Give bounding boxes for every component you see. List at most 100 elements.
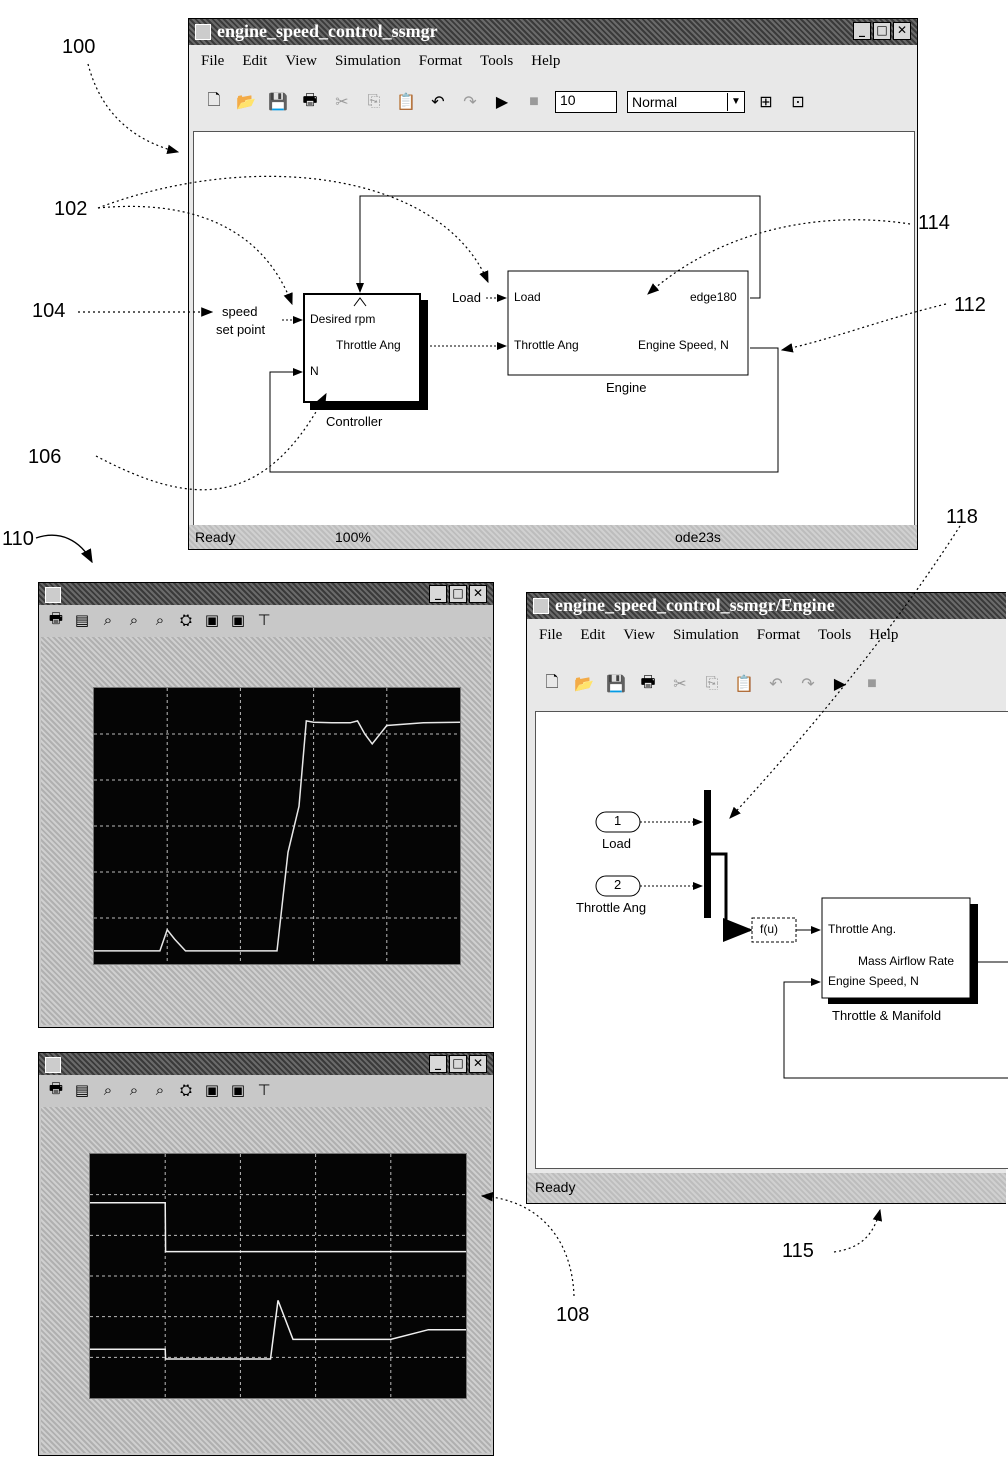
undo-icon[interactable]: ↶	[431, 94, 445, 111]
menu-file[interactable]: File	[201, 52, 225, 69]
print-icon[interactable]: 🖶	[640, 673, 656, 691]
fcn-expression: f(u)	[760, 922, 778, 936]
load-viewer-title-bar[interactable]: _ □ ✕	[39, 1053, 493, 1075]
print-icon[interactable]: 🖶	[302, 91, 318, 109]
paste-icon[interactable]: 📋	[734, 676, 754, 693]
run-icon[interactable]: ▶	[833, 676, 847, 693]
maximize-icon[interactable]: □	[449, 585, 467, 603]
ref-115: 115	[782, 1240, 814, 1262]
mux-bar[interactable]	[704, 790, 711, 918]
controller-block[interactable]	[303, 293, 421, 403]
menu-format[interactable]: Format	[418, 52, 463, 69]
stop-icon[interactable]: ■	[867, 675, 877, 692]
restore-axes-icon[interactable]: ▣	[230, 1082, 246, 1099]
menu-help[interactable]: Help	[531, 52, 561, 69]
params-icon[interactable]: ▤	[74, 1082, 90, 1099]
engine-menu-bar: File Edit View Simulation Format Tools H…	[527, 623, 1006, 647]
menu-view[interactable]: View	[623, 626, 655, 643]
load-plot-area	[89, 1153, 467, 1399]
close-icon[interactable]: ✕	[893, 22, 911, 40]
engine-port-throttle: Throttle Ang	[514, 338, 579, 352]
redo-icon[interactable]: ↷	[801, 676, 815, 693]
leader-110	[35, 534, 93, 564]
ref-100: 100	[62, 36, 96, 58]
zoom-x-icon[interactable]: ⌕	[129, 1081, 139, 1099]
engine-title-bar[interactable]: engine_speed_control_ssmgr/Engine	[527, 593, 1006, 619]
zoom-icon[interactable]: ⌕	[103, 1081, 113, 1099]
minimize-icon[interactable]: _	[853, 22, 871, 40]
signal-select-icon[interactable]: ⊤	[257, 612, 271, 629]
cut-icon[interactable]: ✂	[673, 676, 687, 693]
load-trace-1	[90, 1202, 466, 1253]
speed-set-point-label-2: set point	[216, 322, 266, 337]
menu-help[interactable]: Help	[869, 626, 899, 643]
redo-icon[interactable]: ↷	[463, 94, 477, 111]
copy-icon[interactable]: ⎘	[367, 93, 381, 110]
menu-tools[interactable]: Tools	[818, 626, 852, 643]
library-browser-icon[interactable]: ⊞	[759, 94, 773, 111]
zoom-y-icon[interactable]: ⌕	[155, 1081, 165, 1099]
new-file-icon[interactable]: 🗋	[207, 91, 221, 109]
save-axes-icon[interactable]: ▣	[204, 612, 220, 629]
menu-view[interactable]: View	[285, 52, 317, 69]
save-axes-icon[interactable]: ▣	[204, 1082, 220, 1099]
speed-viewer-title-bar[interactable]: _ □ ✕	[39, 583, 493, 605]
engine-diagram	[595, 790, 1008, 1079]
run-icon[interactable]: ▶	[495, 94, 509, 111]
close-icon[interactable]: ✕	[469, 585, 487, 603]
engine-status-ready: Ready	[535, 1179, 576, 1195]
zoom-icon[interactable]: ⌕	[103, 611, 113, 629]
zoom-x-icon[interactable]: ⌕	[129, 611, 139, 629]
zoom-y-icon[interactable]: ⌕	[155, 611, 165, 629]
autoscale-icon[interactable]: ⛭	[179, 1081, 192, 1099]
scope-app-icon	[45, 587, 61, 603]
open-folder-icon[interactable]: 📂	[236, 94, 256, 111]
maximize-icon[interactable]: □	[449, 1055, 467, 1073]
main-title-bar[interactable]: engine_speed_control_ssmgr _ □ ✕	[189, 19, 917, 45]
signal-select-icon[interactable]: ⊤	[257, 1082, 271, 1099]
save-icon[interactable]: 💾	[606, 676, 626, 693]
simulink-app-icon	[533, 598, 549, 614]
cut-icon[interactable]: ✂	[335, 94, 349, 111]
engine-block[interactable]	[507, 270, 749, 376]
menu-format[interactable]: Format	[756, 626, 801, 643]
stop-time-field[interactable]: 10	[555, 91, 617, 113]
leader-108	[480, 1191, 575, 1297]
menu-simulation[interactable]: Simulation	[672, 626, 739, 643]
menu-edit[interactable]: Edit	[242, 52, 268, 69]
inport-1-number: 1	[614, 813, 622, 828]
main-status-bar: Ready 100% ode23s	[189, 525, 917, 549]
paste-icon[interactable]: 📋	[396, 94, 416, 111]
chevron-down-icon[interactable]: ▼	[727, 93, 744, 111]
throttle-manifold-block[interactable]	[821, 897, 971, 999]
restore-axes-icon[interactable]: ▣	[230, 612, 246, 629]
fcn-block[interactable]	[751, 917, 797, 943]
open-folder-icon[interactable]: 📂	[574, 676, 594, 693]
menu-file[interactable]: File	[539, 626, 563, 643]
stop-icon[interactable]: ■	[529, 93, 539, 110]
menu-tools[interactable]: Tools	[480, 52, 514, 69]
inport-2-name: Throttle Ang	[576, 900, 647, 915]
minimize-icon[interactable]: _	[429, 1055, 447, 1073]
maximize-icon[interactable]: □	[873, 22, 891, 40]
undo-icon[interactable]: ↶	[769, 676, 783, 693]
autoscale-icon[interactable]: ⛭	[179, 611, 192, 629]
engine-window-title: engine_speed_control_ssmgr/Engine	[555, 595, 835, 615]
engine-port-speed: Engine Speed, N	[638, 338, 729, 352]
sim-mode-select[interactable]: Normal ▼	[627, 91, 745, 113]
ref-118: 118	[946, 506, 978, 528]
save-icon[interactable]: 💾	[268, 94, 288, 111]
tm-port-speed: Engine Speed, N	[828, 974, 919, 988]
controller-port-desired: Desired rpm	[310, 312, 376, 326]
close-icon[interactable]: ✕	[469, 1055, 487, 1073]
model-explorer-icon[interactable]: ⊡	[791, 94, 805, 111]
menu-simulation[interactable]: Simulation	[334, 52, 401, 69]
new-file-icon[interactable]: 🗋	[545, 673, 559, 691]
copy-icon[interactable]: ⎘	[705, 675, 719, 692]
params-icon[interactable]: ▤	[74, 612, 90, 629]
menu-edit[interactable]: Edit	[580, 626, 606, 643]
minimize-icon[interactable]: _	[429, 585, 447, 603]
print-icon[interactable]: 🖶	[48, 609, 64, 627]
engine-toolbar: 🗋 📂 💾 🖶 ✂ ⎘ 📋 ↶ ↷ ▶ ■	[527, 667, 1006, 701]
print-icon[interactable]: 🖶	[48, 1079, 64, 1097]
